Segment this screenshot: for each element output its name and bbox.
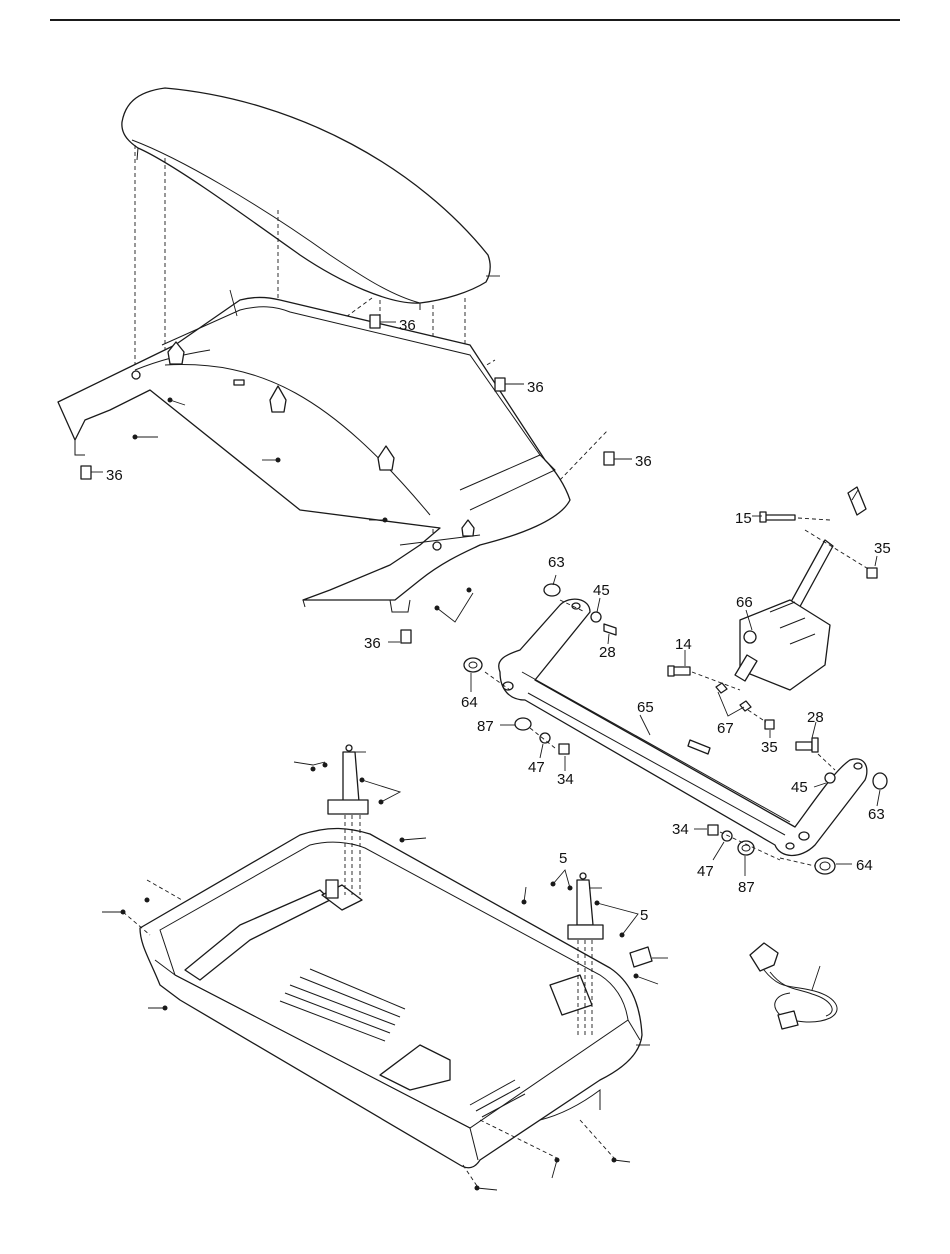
power-inlet bbox=[630, 947, 668, 984]
frame-leader bbox=[640, 715, 650, 735]
power-cord bbox=[750, 943, 837, 1029]
callout-45: 45 bbox=[791, 779, 808, 796]
callout-64: 64 bbox=[461, 694, 478, 711]
callout-28: 28 bbox=[807, 709, 824, 726]
callout-47: 47 bbox=[697, 863, 714, 880]
callout-35: 35 bbox=[761, 739, 778, 756]
callout-87: 87 bbox=[738, 879, 755, 896]
callout-67: 67 bbox=[717, 720, 734, 737]
callout-36: 36 bbox=[527, 379, 544, 396]
callout-36: 36 bbox=[635, 453, 652, 470]
callout-63: 63 bbox=[868, 806, 885, 823]
callout-64: 64 bbox=[856, 857, 873, 874]
callout-66: 66 bbox=[736, 594, 753, 611]
callout-47: 47 bbox=[528, 759, 545, 776]
callout-65: 65 bbox=[637, 699, 654, 716]
callout-5: 5 bbox=[640, 907, 648, 924]
callout-34: 34 bbox=[557, 771, 574, 788]
callout-36: 36 bbox=[399, 317, 416, 334]
callout-36: 36 bbox=[106, 467, 123, 484]
right-upright-bracket bbox=[568, 873, 603, 939]
callout-14: 14 bbox=[675, 636, 692, 653]
callout-5: 5 bbox=[559, 850, 567, 867]
lift-motor bbox=[668, 487, 877, 729]
hood-cover bbox=[122, 88, 490, 310]
callout-63: 63 bbox=[548, 554, 565, 571]
callout-35: 35 bbox=[874, 540, 891, 557]
callout-45: 45 bbox=[593, 582, 610, 599]
callout-34: 34 bbox=[672, 821, 689, 838]
callout-87: 87 bbox=[477, 718, 494, 735]
callout-28: 28 bbox=[599, 644, 616, 661]
callout-36: 36 bbox=[364, 635, 381, 652]
callout-15: 15 bbox=[735, 510, 752, 527]
